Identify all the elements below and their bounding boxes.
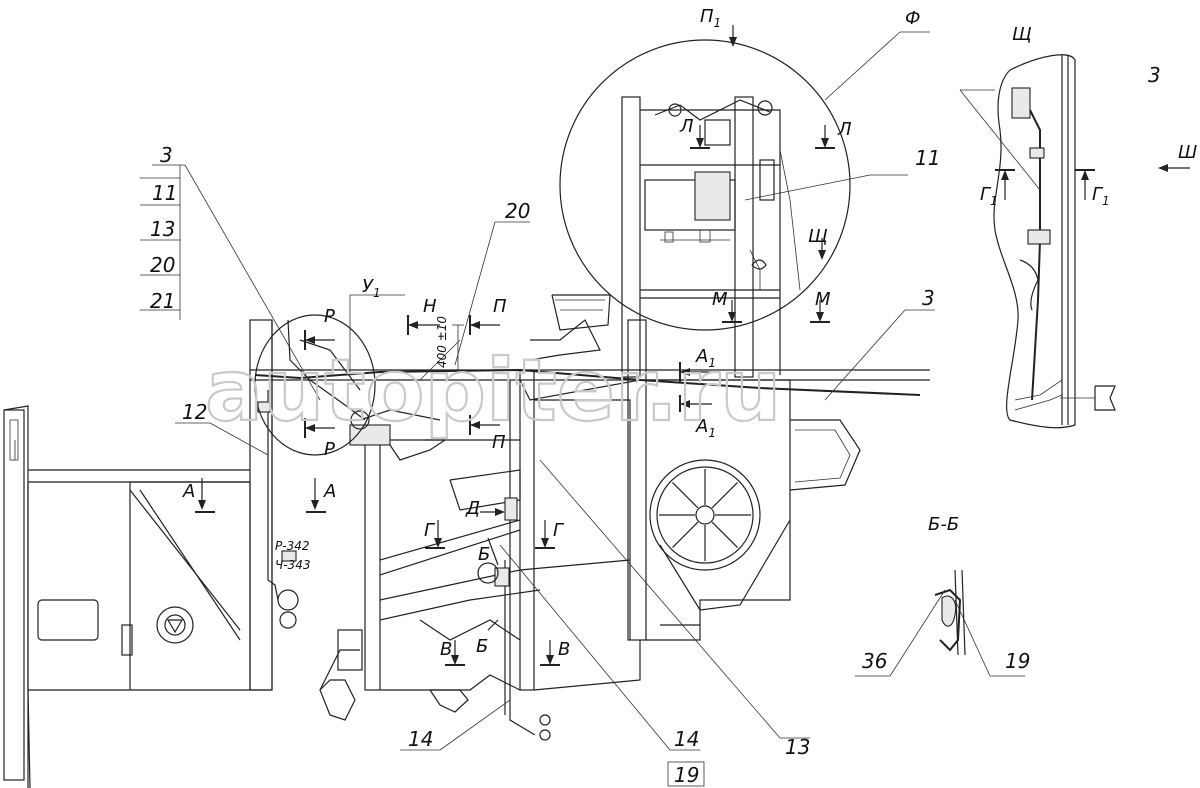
callout-3-mid: 3 bbox=[922, 286, 935, 310]
callout-3-left: 3 bbox=[160, 143, 173, 167]
view-sh-arrow-label: Ш bbox=[1178, 142, 1197, 163]
callout-3-right: 3 bbox=[1148, 63, 1161, 87]
fan-spoke bbox=[672, 482, 699, 509]
callout-stack-21: 21 bbox=[150, 289, 175, 313]
marker-a-right: А bbox=[323, 481, 336, 502]
callout-36: 36 bbox=[862, 649, 887, 673]
callout-stack-13: 13 bbox=[150, 217, 175, 241]
callout-13: 13 bbox=[785, 735, 810, 759]
marker-g1-left: Г1 bbox=[980, 184, 998, 208]
component-labels: Р-342 Ч-343 bbox=[275, 539, 310, 572]
dimension-400: 400 ±10 bbox=[435, 316, 449, 368]
marker-b-bottom: Б bbox=[476, 636, 488, 657]
label-ch343: Ч-343 bbox=[275, 558, 310, 572]
marker-g-left: Г bbox=[424, 520, 436, 541]
marker-a1-top: А1 bbox=[695, 346, 716, 370]
marker-g-right: Г bbox=[553, 520, 565, 541]
view-shch-title: Щ bbox=[1012, 24, 1032, 45]
marker-pi-bottom: П bbox=[492, 432, 506, 453]
marker-m-right: М bbox=[815, 289, 831, 310]
top-frame-detail bbox=[621, 96, 801, 378]
section-marker-letters: А А Р Р Н П П Д Г Г Б Б В В Л Л М М А1 А… bbox=[182, 116, 1110, 660]
marker-m-left: М bbox=[712, 289, 728, 310]
marker-b-top: Б bbox=[478, 544, 490, 565]
fan-spoke bbox=[711, 482, 738, 509]
marker-g1-right: Г1 bbox=[1092, 184, 1110, 208]
section-bb-title: Б-Б bbox=[928, 514, 959, 535]
marker-a1-bottom: А1 bbox=[695, 416, 716, 440]
label-r342: Р-342 bbox=[275, 539, 309, 553]
view-labels: П1 Ф Щ Ш Щ Б-Б У1 400 ±10 bbox=[362, 6, 1197, 535]
callout-11: 11 bbox=[915, 146, 940, 170]
view-u1: У1 bbox=[362, 276, 381, 300]
section-markers bbox=[195, 25, 1190, 666]
left-cab-structure bbox=[3, 405, 251, 788]
callout-19: 19 bbox=[1005, 649, 1030, 673]
marker-l-right: Л bbox=[837, 119, 852, 140]
callout-19-boxed: 19 bbox=[674, 763, 699, 787]
section-bb bbox=[934, 569, 966, 656]
marker-a-left: А bbox=[182, 481, 195, 502]
watermark-text: autopiter.ru bbox=[205, 341, 781, 441]
center-body-frame bbox=[249, 294, 930, 721]
marker-p-bottom: Р bbox=[324, 439, 335, 460]
callout-labels: 3 11 13 20 21 12 20 11 3 3 14 14 19 13 3… bbox=[150, 63, 1161, 787]
connectors bbox=[257, 87, 1051, 741]
callout-14-left: 14 bbox=[408, 727, 433, 751]
marker-d: Д bbox=[465, 498, 480, 519]
marker-p-top: Р bbox=[324, 306, 335, 327]
callout-14-right: 14 bbox=[674, 727, 699, 751]
marker-v-right: В bbox=[558, 639, 570, 660]
fan-wheel bbox=[649, 459, 791, 611]
callout-12: 12 bbox=[182, 400, 207, 424]
view-p1: П1 bbox=[700, 6, 721, 30]
callout-stack-11: 11 bbox=[152, 181, 177, 205]
marker-pi-top: П bbox=[493, 296, 507, 317]
view-shch-panel bbox=[993, 54, 1116, 429]
fan-spoke bbox=[711, 521, 738, 548]
view-shch-inner: Щ bbox=[808, 226, 828, 247]
view-f: Ф bbox=[905, 8, 921, 29]
marker-n: Н bbox=[423, 296, 437, 317]
leader-lines bbox=[140, 31, 1041, 787]
callout-20: 20 bbox=[505, 199, 530, 223]
marker-v-left: В bbox=[440, 639, 452, 660]
fan-spoke bbox=[672, 521, 699, 548]
detail-circles bbox=[254, 39, 851, 456]
callout-stack-20: 20 bbox=[150, 253, 175, 277]
marker-l-left: Л bbox=[679, 116, 694, 137]
